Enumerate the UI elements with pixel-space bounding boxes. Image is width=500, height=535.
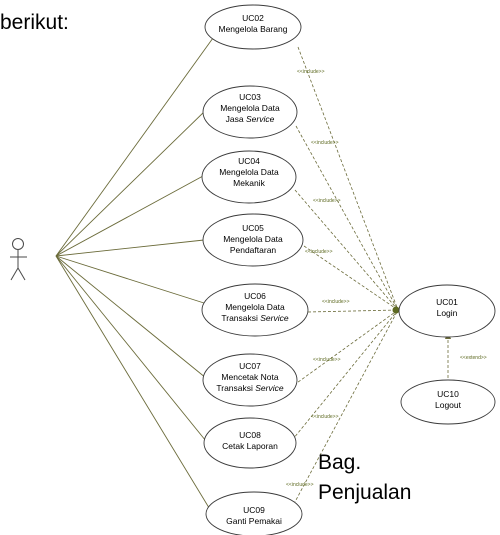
uc03-name-line1: Mengelola Data — [220, 103, 280, 113]
association-uc09 — [55, 255, 215, 517]
include-label: <<include>> — [313, 357, 341, 363]
uc01-code: UC01 — [436, 297, 458, 307]
uc02-name: Mengelola Barang — [219, 24, 288, 34]
uc02-code: UC02 — [242, 13, 264, 23]
actor-name: Bag. Penjualan — [318, 448, 411, 508]
include-label: <<include>> — [286, 482, 314, 488]
uc07-ellipse — [202, 353, 298, 407]
include-label: <<include>> — [311, 140, 339, 146]
actor-name-line2: Penjualan — [318, 481, 412, 504]
uc08-name: Cetak Laporan — [222, 441, 278, 451]
uc01-name: Login — [437, 308, 458, 318]
include-relations — [288, 46, 449, 514]
association-uc08 — [55, 255, 211, 447]
uc04-code: UC04 — [238, 156, 260, 166]
uc09-ellipse — [205, 491, 303, 535]
uc10-code: UC10 — [437, 389, 459, 399]
uc05-name-line1: Mengelola Data — [223, 234, 283, 244]
uc05-ellipse — [202, 213, 304, 267]
actor-associations — [55, 37, 215, 517]
uc09-name: Ganti Pemakai — [226, 516, 282, 526]
uc06-ellipse — [201, 283, 309, 337]
uc01-ellipse — [398, 284, 496, 338]
intro-text: berikut: — [0, 6, 168, 36]
uc06-name-line1: Mengelola Data — [225, 302, 285, 312]
uc05-code: UC05 — [242, 223, 264, 233]
uc03-name-line2: Jasa Service — [226, 114, 275, 124]
uc07-name-line1: Mencetak Nota — [221, 372, 278, 382]
uc10-name: Logout — [435, 400, 462, 410]
uc08-code: UC08 — [239, 430, 261, 440]
uc07-code: UC07 — [239, 361, 261, 371]
uc03-ellipse — [202, 85, 298, 139]
uc04-name-line2: Mekanik — [233, 178, 265, 188]
extend-label: <<extend>> — [460, 355, 487, 361]
association-uc07 — [55, 255, 207, 379]
include-junction-dot — [392, 306, 400, 314]
association-uc03 — [55, 109, 207, 257]
intro-line: berikut: — [0, 11, 69, 34]
association-uc04 — [55, 175, 204, 257]
association-uc06 — [55, 255, 205, 304]
association-uc02 — [55, 37, 214, 257]
uc05-name-line2: Pendaftaran — [230, 245, 277, 255]
actor-name-line1: Bag. — [318, 451, 362, 474]
include-label: <<include>> — [322, 299, 350, 305]
actor-stick-figure-icon — [10, 238, 27, 281]
uc04-name-line1: Mengelola Data — [219, 167, 279, 177]
uc06-name-line2: Transaksi Service — [221, 313, 289, 323]
include-label: <<include>> — [305, 249, 333, 255]
uc04-ellipse — [201, 150, 297, 204]
include-label: <<include>> — [297, 69, 325, 75]
uc03-code: UC03 — [239, 92, 261, 102]
association-uc05 — [55, 239, 205, 257]
include-label: <<include>> — [311, 414, 339, 420]
uc07-name-line2: Transaksi Service — [216, 383, 284, 393]
uc10-ellipse — [400, 379, 496, 425]
include-label: <<include>> — [313, 198, 341, 204]
uc02-ellipse — [204, 4, 302, 50]
uc06-code: UC06 — [244, 291, 266, 301]
uc09-code: UC09 — [243, 505, 265, 515]
uc08-ellipse — [203, 417, 297, 469]
